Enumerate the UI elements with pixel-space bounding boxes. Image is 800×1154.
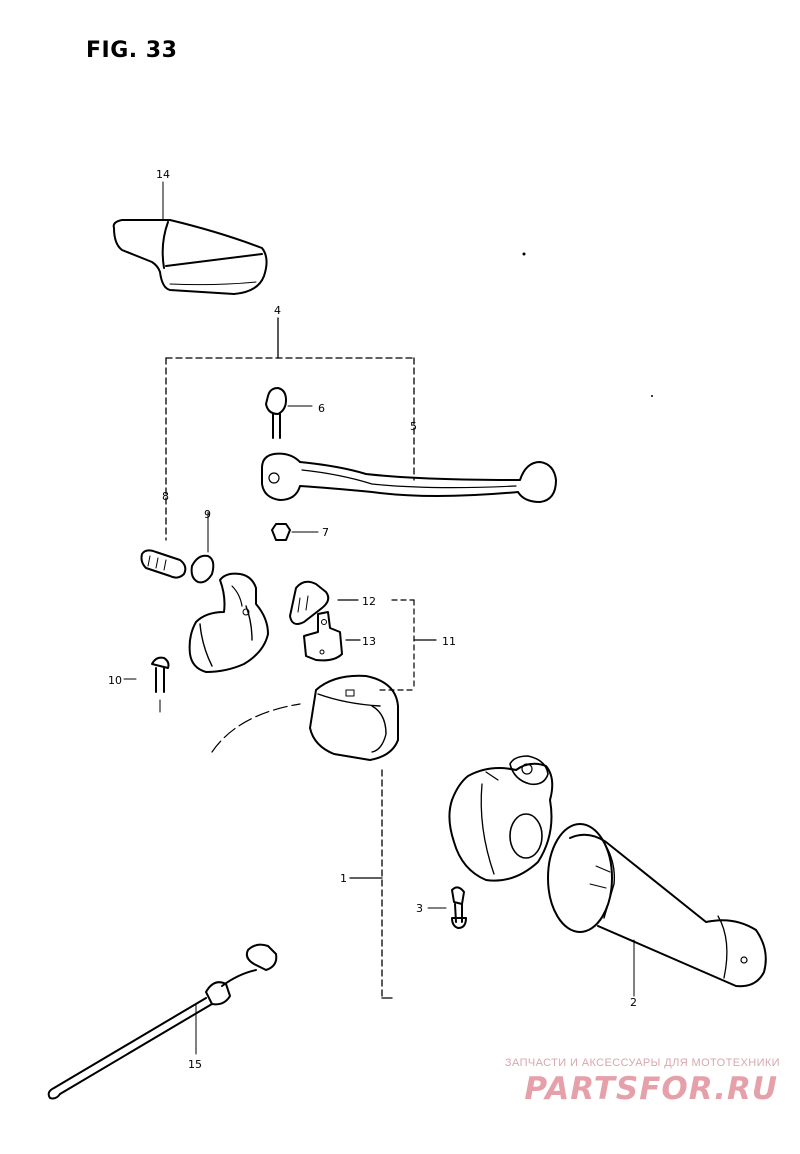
- switch-contact-part: [289, 580, 330, 625]
- speck: [651, 395, 653, 397]
- callout-12: 12: [362, 595, 376, 608]
- callout-4: 4: [274, 304, 281, 317]
- callout-1: 1: [340, 872, 347, 885]
- throttle-housing-part: [448, 755, 554, 882]
- lever-nut-part: [271, 523, 319, 541]
- switch-housing-part: [309, 674, 399, 761]
- lever-holder-part: [188, 572, 269, 673]
- callout-labels: 14 4 6 5 8 9 7 12 13 11 10 3 1 2 15: [108, 168, 637, 1071]
- callout-8: 8: [162, 490, 169, 503]
- holder-screw-part: [123, 656, 170, 713]
- housing-screw-part: [427, 886, 467, 929]
- callout-3: 3: [416, 902, 423, 915]
- throttle-cable-part: [47, 943, 278, 1100]
- bracket-1: [349, 769, 393, 999]
- clutch-lever-part: [261, 452, 557, 503]
- fig-title: FIG. 33: [86, 38, 178, 63]
- speck: [522, 252, 526, 256]
- callout-13: 13: [362, 635, 376, 648]
- cable-arc: [211, 703, 301, 753]
- watermark-logo: PARTSFOR.RU: [524, 1071, 778, 1107]
- pivot-bolt-part: [265, 387, 313, 439]
- callout-14: 14: [156, 168, 170, 181]
- callout-7: 7: [322, 526, 329, 539]
- lever-cover-part: [112, 219, 268, 295]
- callout-6: 6: [318, 402, 325, 415]
- callout-15: 15: [188, 1058, 202, 1071]
- bracket-11: [337, 599, 437, 691]
- cable-adjuster-part: [140, 549, 187, 579]
- callout-2: 2: [630, 996, 637, 1009]
- lock-washer-part: [190, 511, 215, 584]
- callout-10: 10: [108, 674, 122, 687]
- switch-terminal-part: [303, 611, 343, 662]
- callout-5: 5: [410, 420, 417, 433]
- callout-9: 9: [204, 508, 211, 521]
- bracket-4: [165, 317, 415, 541]
- watermark-tagline: ЗАПЧАСТИ И АКСЕССУАРЫ ДЛЯ МОТОТЕХНИКИ: [504, 1057, 780, 1069]
- throttle-grip-part: [547, 823, 767, 997]
- callout-11: 11: [442, 635, 456, 648]
